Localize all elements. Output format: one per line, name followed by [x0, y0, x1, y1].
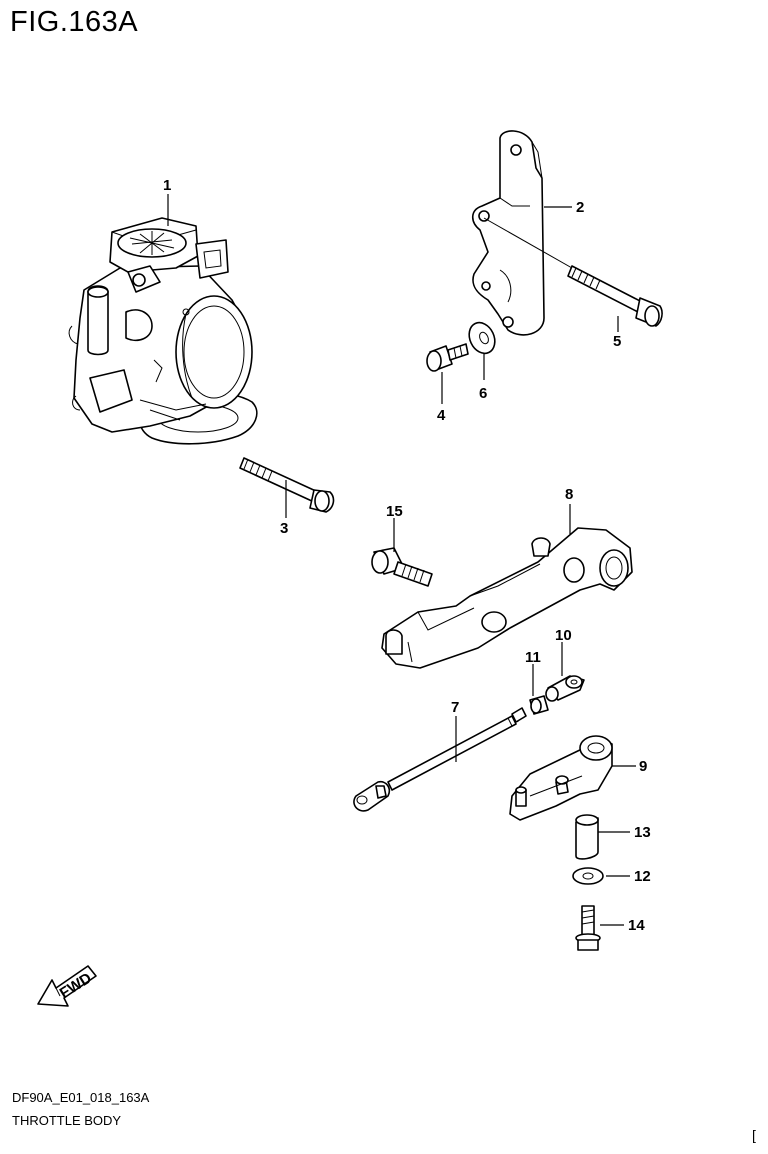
- part-10-rod-end[interactable]: [545, 675, 585, 702]
- callout-4[interactable]: 4: [437, 407, 446, 424]
- bolt-3-thread: [243, 458, 273, 482]
- figure-caption: THROTTLE BODY: [12, 1113, 122, 1128]
- callout-14[interactable]: 14: [628, 917, 645, 934]
- callout-7[interactable]: 7: [451, 699, 459, 716]
- part-2-bracket[interactable]: [471, 130, 545, 336]
- callout-15[interactable]: 15: [386, 503, 403, 520]
- part-11-nut[interactable]: [529, 695, 549, 715]
- bolt-5-thread: [571, 267, 601, 290]
- part-3-bolt[interactable]: [239, 457, 335, 513]
- callout-8[interactable]: 8: [565, 486, 573, 503]
- callout-2[interactable]: 2: [576, 199, 584, 216]
- part-7-throttle-rod[interactable]: [353, 707, 527, 812]
- part-1-throttle-body[interactable]: [68, 217, 258, 445]
- callout-11[interactable]: 11: [525, 649, 541, 666]
- leader-lines: [167, 194, 636, 926]
- callout-6[interactable]: 6: [479, 385, 487, 402]
- part-15-bolt[interactable]: [371, 547, 433, 587]
- part-14-bolt[interactable]: [575, 905, 601, 951]
- callout-12[interactable]: 12: [634, 868, 651, 885]
- callout-13[interactable]: 13: [634, 824, 651, 841]
- part-6-washer[interactable]: [464, 318, 499, 357]
- part-9-lever[interactable]: [509, 735, 613, 821]
- callout-10[interactable]: 10: [555, 627, 572, 644]
- corner-mark: [: [752, 1127, 756, 1143]
- figure-code: DF90A_E01_018_163A: [12, 1090, 150, 1105]
- part-8-throttle-arm[interactable]: [381, 527, 633, 669]
- fwd-arrow-icon: FWD: [37, 965, 97, 1007]
- part-12-washer[interactable]: [572, 867, 604, 885]
- callout-3[interactable]: 3: [280, 520, 288, 537]
- part-5-bolt[interactable]: [567, 265, 663, 327]
- sensor-ribs: [129, 231, 175, 255]
- callout-1[interactable]: 1: [163, 177, 171, 194]
- callout-9[interactable]: 9: [639, 758, 647, 775]
- callout-5[interactable]: 5: [613, 333, 621, 350]
- figure-title: FIG.163A: [10, 6, 139, 38]
- part-4-bolt[interactable]: [426, 343, 469, 372]
- part-13-collar[interactable]: [575, 814, 599, 860]
